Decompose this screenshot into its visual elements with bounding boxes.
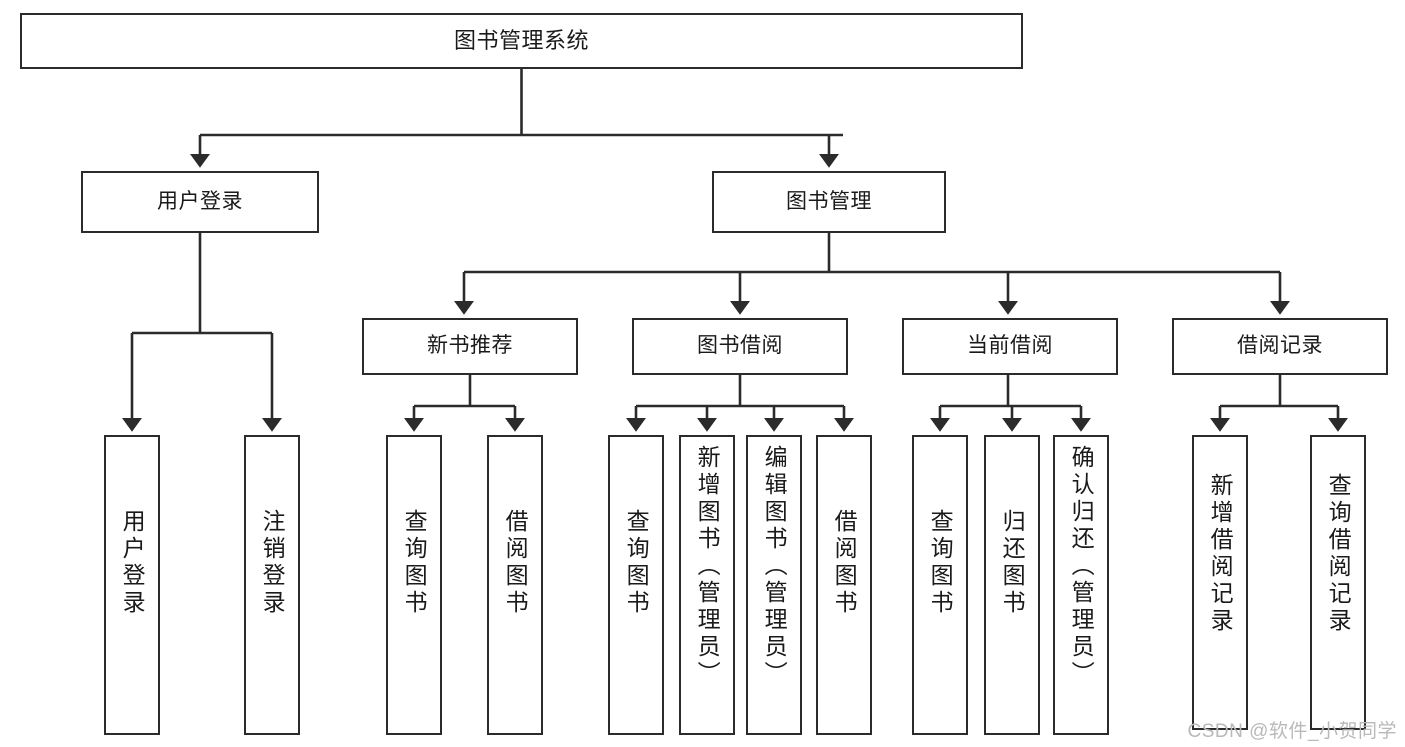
node-leaf-logout[interactable]: 注销登录 bbox=[244, 435, 300, 735]
node-user-login-label: 用户登录 bbox=[157, 189, 243, 213]
node-leaf-query-book-cur[interactable]: 查询图书 bbox=[912, 435, 968, 735]
node-book-borrow[interactable]: 图书借阅 bbox=[632, 318, 848, 375]
node-leaf-query-book-new[interactable]: 查询图书 bbox=[386, 435, 442, 735]
node-leaf-edit-book-label: 编辑图书（管理员） bbox=[761, 445, 788, 688]
node-borrow-record[interactable]: 借阅记录 bbox=[1172, 318, 1388, 375]
node-user-login[interactable]: 用户登录 bbox=[81, 171, 319, 233]
node-new-book-recommend-label: 新书推荐 bbox=[427, 334, 513, 358]
node-root-label: 图书管理系统 bbox=[453, 28, 589, 54]
node-leaf-query-book-borrow[interactable]: 查询图书 bbox=[608, 435, 664, 735]
node-new-book-recommend[interactable]: 新书推荐 bbox=[362, 318, 578, 375]
node-root[interactable]: 图书管理系统 bbox=[20, 13, 1023, 69]
node-leaf-return-book[interactable]: 归还图书 bbox=[984, 435, 1040, 735]
node-current-borrow[interactable]: 当前借阅 bbox=[902, 318, 1118, 375]
node-leaf-confirm-return-label: 确认归还（管理员） bbox=[1068, 445, 1095, 688]
node-book-borrow-label: 图书借阅 bbox=[697, 334, 783, 358]
node-leaf-return-book-label: 归还图书 bbox=[999, 509, 1026, 617]
node-leaf-user-login[interactable]: 用户登录 bbox=[104, 435, 160, 735]
node-leaf-borrow-book-new-label: 借阅图书 bbox=[502, 509, 529, 617]
node-leaf-query-book-new-label: 查询图书 bbox=[401, 509, 428, 617]
node-leaf-add-book-label: 新增图书（管理员） bbox=[694, 445, 721, 688]
node-leaf-edit-book[interactable]: 编辑图书（管理员） bbox=[746, 435, 802, 735]
node-current-borrow-label: 当前借阅 bbox=[967, 334, 1053, 358]
node-book-management[interactable]: 图书管理 bbox=[712, 171, 946, 233]
node-leaf-borrow-book-new[interactable]: 借阅图书 bbox=[487, 435, 543, 735]
node-leaf-add-record-label: 新增借阅记录 bbox=[1207, 473, 1234, 635]
node-leaf-query-book-borrow-label: 查询图书 bbox=[623, 509, 650, 617]
node-leaf-borrow-book[interactable]: 借阅图书 bbox=[816, 435, 872, 735]
node-leaf-query-record-label: 查询借阅记录 bbox=[1325, 473, 1352, 635]
node-leaf-query-book-cur-label: 查询图书 bbox=[927, 509, 954, 617]
node-leaf-add-book[interactable]: 新增图书（管理员） bbox=[679, 435, 735, 735]
node-leaf-add-record[interactable]: 新增借阅记录 bbox=[1192, 435, 1248, 730]
node-leaf-logout-label: 注销登录 bbox=[259, 509, 286, 617]
node-leaf-query-record[interactable]: 查询借阅记录 bbox=[1310, 435, 1366, 730]
node-leaf-confirm-return[interactable]: 确认归还（管理员） bbox=[1053, 435, 1109, 735]
node-leaf-user-login-label: 用户登录 bbox=[119, 509, 146, 617]
node-book-management-label: 图书管理 bbox=[786, 189, 872, 213]
node-borrow-record-label: 借阅记录 bbox=[1237, 334, 1323, 358]
node-leaf-borrow-book-label: 借阅图书 bbox=[831, 509, 858, 617]
